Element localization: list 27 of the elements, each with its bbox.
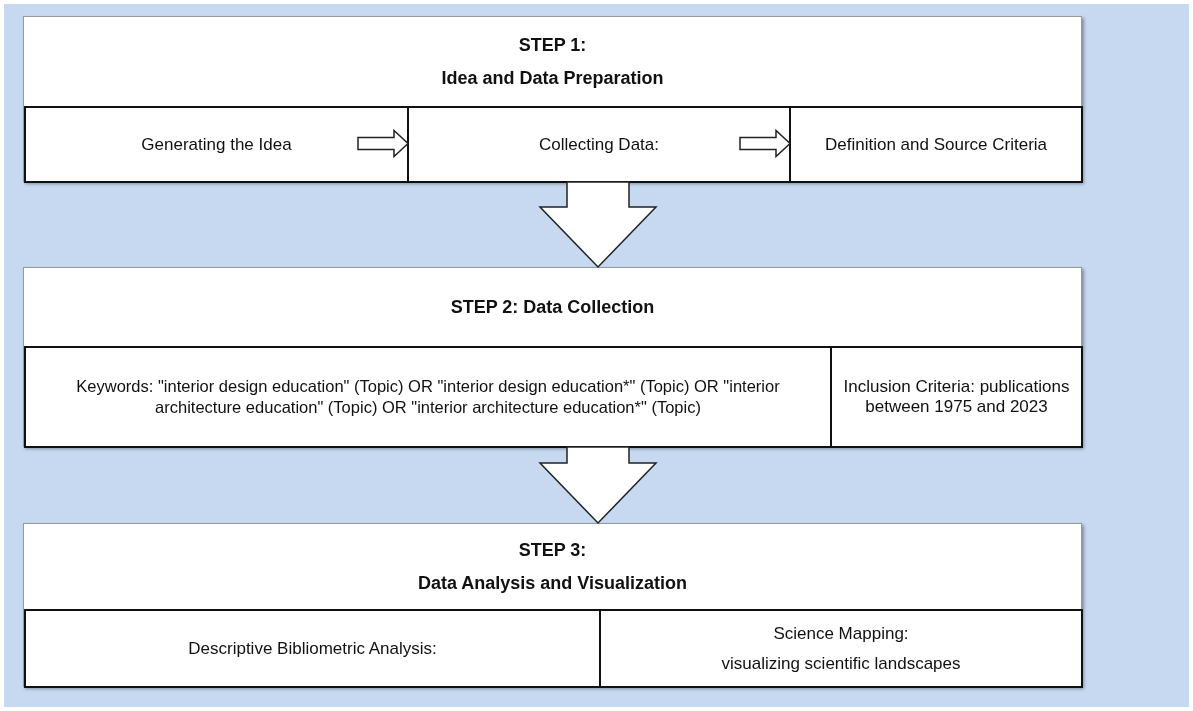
step-panel: [23, 16, 1082, 182]
box-text: Collecting Data:: [539, 134, 659, 155]
box-text: Inclusion Criteria: publications between 1975 and 2023: [842, 377, 1071, 417]
step-heading: Idea and Data Preparation: [441, 67, 664, 89]
step-heading: STEP 3:: [518, 539, 587, 561]
step-heading: Data Analysis and Visualization: [417, 572, 688, 594]
arrow: [538, 181, 658, 269]
process-box: [24, 609, 601, 688]
process-box: [830, 346, 1083, 448]
process-box: [789, 106, 1083, 183]
box-text: Descriptive Bibliometric Analysis:: [188, 638, 437, 659]
box-text: visualizing scientific landscapes: [721, 653, 961, 674]
process-box: [24, 106, 409, 183]
arrow: [538, 446, 658, 525]
box-text: Keywords: "interior design education" (Topic) OR "interior design education*" (Topic) OR "interior architecture education" (Topic) OR "interior architecture education*" (Topic): [75, 375, 781, 418]
step-panel: [23, 523, 1082, 687]
box-text: Definition and Source Criteria: [824, 134, 1048, 155]
box-text: Science Mapping:: [773, 623, 909, 644]
process-box: [24, 346, 832, 448]
process-box: [407, 106, 791, 183]
step-heading: STEP 1:: [518, 34, 587, 56]
process-box: [599, 609, 1083, 688]
step-panel: [23, 267, 1082, 447]
step-heading: STEP 2: Data Collection: [450, 296, 655, 318]
arrow: [739, 128, 792, 159]
arrow: [357, 128, 410, 159]
box-text: Generating the Idea: [141, 134, 292, 155]
